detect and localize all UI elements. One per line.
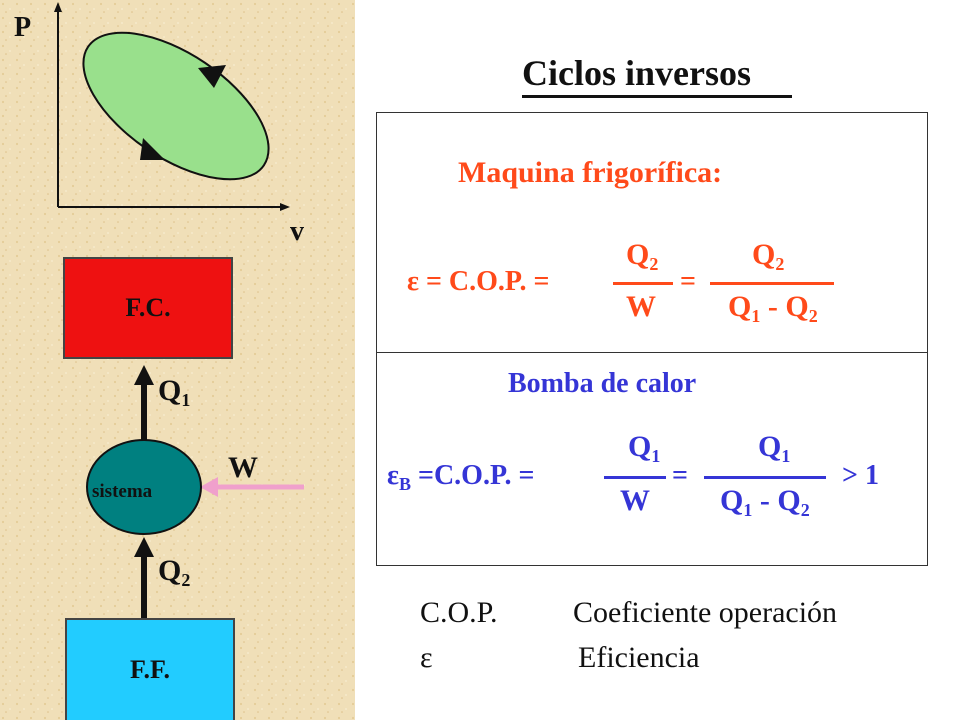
refrigerator-fraction-bar-1 — [613, 282, 673, 285]
refrigerator-fraction-bar-2 — [710, 282, 834, 285]
refrigerator-eq2: = — [680, 266, 696, 297]
heat-pump-eq2: = — [672, 460, 688, 491]
q1-label: Q1 — [158, 374, 191, 410]
heat-pump-den1: W — [620, 484, 650, 517]
heat-pump-num1: Q1 — [628, 430, 661, 466]
legend-eps-def: Eficiencia — [578, 641, 700, 674]
cold-source-box: F.F. — [65, 618, 235, 720]
q2-arrow-head-icon — [134, 537, 154, 557]
refrigerator-den2: Q1 - Q2 — [728, 290, 818, 326]
heat-pump-num2: Q1 — [758, 430, 791, 466]
cycle-ellipse — [82, 31, 270, 181]
heat-pump-fraction-bar-1 — [604, 476, 666, 479]
page-title: Ciclos inversos — [522, 53, 751, 93]
hot-source-box: F.C. — [63, 257, 233, 359]
formula-box — [376, 112, 928, 566]
cycle-direction-arrow-icon — [198, 65, 226, 88]
refrigerator-num2: Q2 — [752, 238, 785, 274]
system-label: sistema — [92, 481, 153, 502]
legend-cop-term: C.O.P. — [420, 596, 498, 629]
cycle-direction-arrow-icon — [140, 138, 165, 160]
heat-pump-heading: Bomba de calor — [508, 368, 697, 399]
refrigerator-den1: W — [626, 290, 656, 323]
refrigerator-heading: Maquina frigorífica: — [458, 156, 723, 189]
legend-cop-def: Coeficiente operación — [573, 596, 838, 629]
pv-diagram — [54, 2, 290, 211]
heat-pump-den2: Q1 - Q2 — [720, 484, 810, 520]
heat-pump-gt: > 1 — [842, 460, 879, 491]
p-axis-arrow-icon — [54, 2, 62, 12]
formula-divider — [376, 352, 928, 353]
axis-label-v: v — [290, 216, 304, 247]
heat-pump-lhs: εB =C.O.P. = — [387, 460, 535, 494]
refrigerator-num1: Q2 — [626, 238, 659, 274]
flow-arrows — [86, 365, 304, 620]
q1-arrow-head-icon — [134, 365, 154, 385]
title-underline — [522, 95, 792, 98]
q2-label: Q2 — [158, 554, 191, 590]
legend-eps-term: ε — [420, 641, 433, 674]
hot-source-label: F.C. — [125, 293, 171, 322]
axis-label-p: P — [14, 12, 32, 43]
system-circle — [86, 439, 202, 535]
heat-pump-fraction-bar-2 — [704, 476, 826, 479]
work-label: W — [228, 451, 258, 484]
diagram-panel: P v F.C. sistema Q1 Q2 W F.F. — [0, 0, 355, 720]
cold-source-label: F.F. — [130, 655, 170, 684]
v-axis-arrow-icon — [280, 203, 290, 211]
refrigerator-lhs: ε = C.O.P. = — [407, 266, 550, 297]
work-arrow-head-icon — [200, 477, 218, 497]
